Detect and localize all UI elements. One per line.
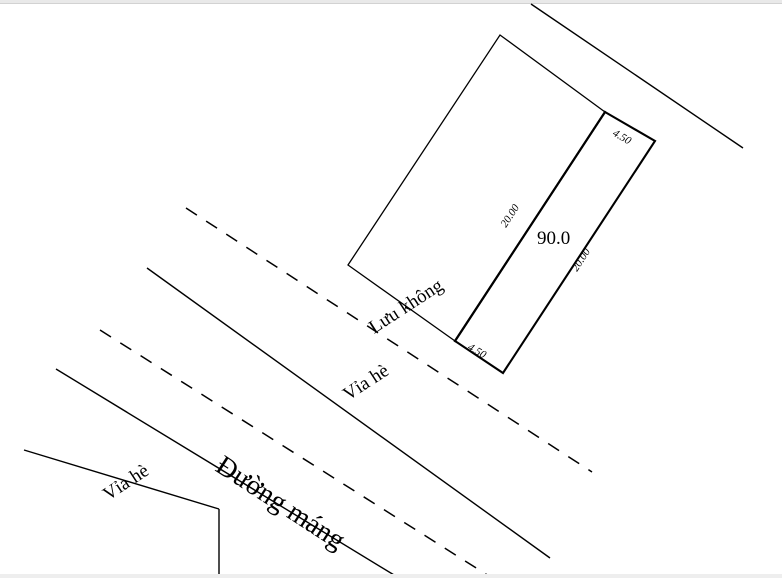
road-centerline-dashed [99, 329, 493, 578]
setback-label: L­ưu không [365, 275, 447, 338]
dimension-left-length: 20.00 [498, 202, 522, 230]
sidewalk-upper-curb-line [146, 267, 551, 559]
road-name-label: Đường máng [210, 450, 351, 556]
parcel-area-label: 90.0 [537, 228, 570, 249]
sidewalk-lower-label: Vỉa hè [99, 460, 152, 505]
sidewalk-lower-curb-line [55, 368, 400, 578]
setback-boundary-dashed-line [185, 207, 593, 473]
dimension-bottom-width: 4.50 [466, 341, 489, 361]
window-bottom-edge [0, 574, 782, 578]
sidewalk-box-top-line [23, 449, 220, 510]
parcel-divider-line [453, 110, 607, 343]
dimension-top-width: 4.50 [611, 127, 634, 147]
window-top-edge [0, 0, 782, 4]
dimension-right-length: 20.00 [569, 246, 593, 274]
sidewalk-upper-label: Vỉa hè [339, 360, 392, 405]
neighbor-parcel-outline [347, 34, 606, 342]
boundary-upper-right-line [530, 3, 744, 149]
